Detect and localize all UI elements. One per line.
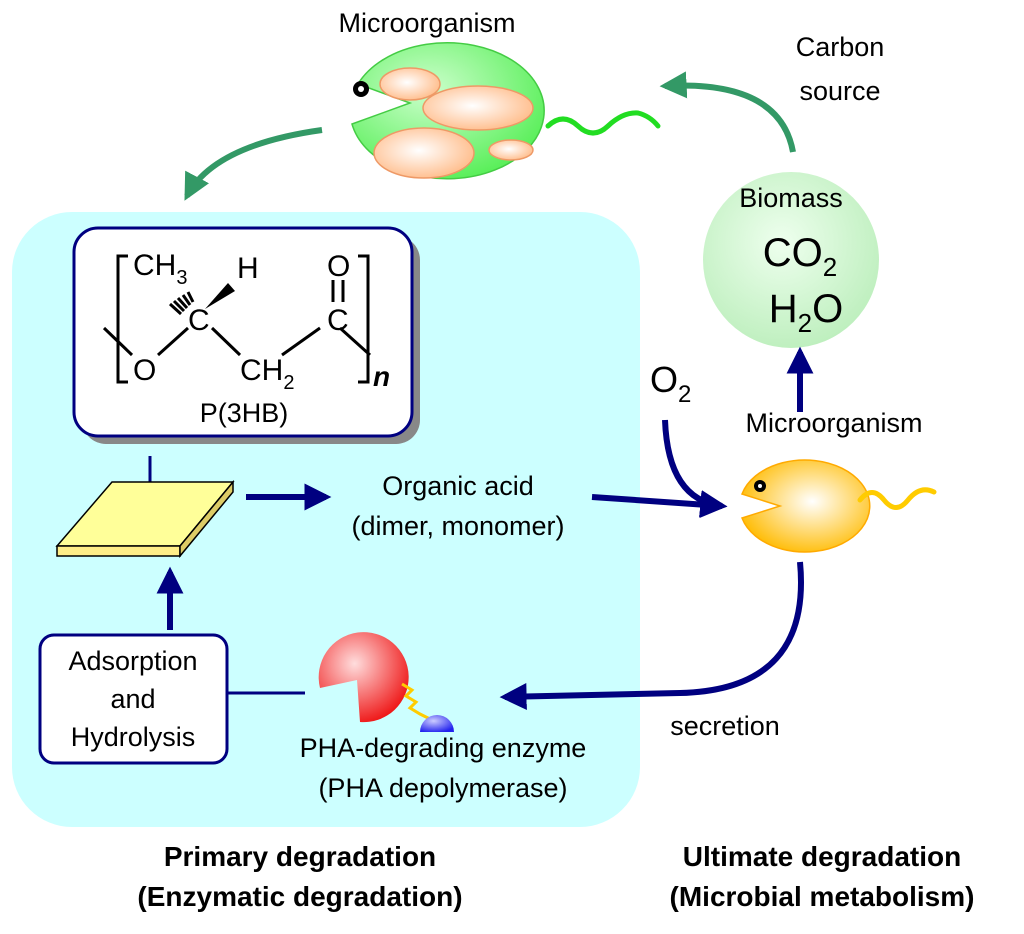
wedge-bond [205, 283, 235, 309]
vacuole [379, 67, 441, 101]
arrow-carbon-source [659, 71, 796, 153]
organic-acid-label: Organic acid [382, 471, 534, 501]
ultimate-degradation-subtitle: (Microbial metabolism) [670, 881, 975, 912]
organic-acid-label: (dimer, monomer) [351, 511, 564, 541]
flagellum-icon [857, 487, 937, 510]
ch3-label: CH3 [133, 249, 187, 289]
top-microorganism [351, 42, 661, 180]
adsorption-box [38, 633, 229, 765]
enzyme-label: (PHA depolymerase) [318, 773, 567, 803]
secretion-label: secretion [670, 711, 780, 741]
biomass-label: Biomass [739, 183, 843, 213]
polymer-name: P(3HB) [200, 398, 289, 428]
right-microorganism [741, 459, 937, 553]
adsorption-label: Hydrolysis [71, 722, 196, 752]
ch2-label: CH2 [240, 354, 294, 394]
oxygen-label: O2 [650, 359, 691, 408]
arrow-secretion [499, 561, 804, 711]
carbon-source-label: source [799, 76, 880, 106]
enzyme-icon [318, 632, 454, 732]
carbon-label: C [188, 304, 210, 337]
enzyme-linker [401, 682, 433, 722]
binding-domain [420, 715, 454, 732]
primary-degradation-title: Primary degradation [164, 841, 436, 872]
adsorption-label: and [110, 684, 155, 714]
polymer-film [55, 479, 235, 559]
polymer-structure-box [72, 226, 414, 438]
top-microorganism-label: Microorganism [338, 8, 515, 38]
h-label: H [237, 252, 259, 285]
flagellum-icon [545, 110, 661, 136]
adsorption-label: Adsorption [68, 646, 197, 676]
h2o-label: H2O [769, 287, 843, 338]
microorganism-body [741, 459, 871, 553]
repeat-n-label: n [373, 361, 390, 392]
right-microorganism-label: Microorganism [745, 408, 922, 438]
polymer-structure [102, 254, 372, 384]
carbonyl-carbon-label: C [327, 304, 349, 337]
biomass-circle [703, 172, 879, 348]
vacuole [488, 139, 534, 161]
enzyme-label: PHA-degrading enzyme [300, 733, 587, 763]
enzyme-body [318, 632, 409, 723]
primary-degradation-subtitle: (Enzymatic degradation) [137, 881, 462, 912]
carbonyl-oxygen-label: O [327, 250, 350, 283]
arrow-to-polymer [184, 127, 323, 201]
vacuole [373, 127, 475, 179]
arrow-oxygen [662, 419, 728, 518]
ester-oxygen-label: O [133, 354, 156, 387]
carbon-source-label: Carbon [796, 32, 885, 62]
ultimate-degradation-title: Ultimate degradation [683, 841, 961, 872]
vacuole [422, 85, 534, 131]
co2-label: CO2 [763, 231, 837, 282]
